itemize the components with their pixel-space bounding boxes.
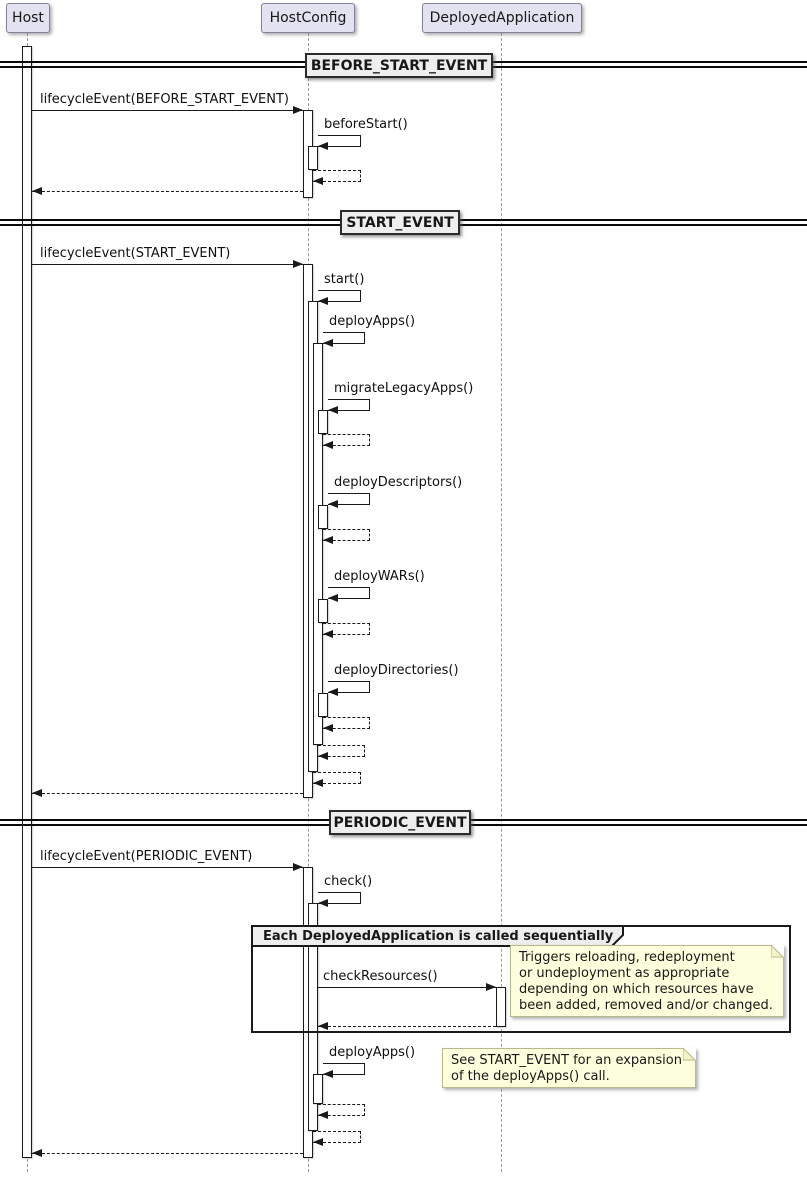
message-label: lifecycleEvent(START_EVENT) xyxy=(40,246,231,261)
divider-periodic-event: PERIODIC_EVENT xyxy=(329,810,471,835)
arrowhead-left xyxy=(313,177,323,185)
participant-hostconfig: HostConfig xyxy=(261,3,355,33)
activation-hostconfig-deploydescriptors xyxy=(318,505,328,529)
self-call-check xyxy=(318,892,361,904)
self-call-deployapps-periodic xyxy=(323,1063,365,1075)
group-header-shape xyxy=(251,925,624,947)
self-return xyxy=(323,623,370,635)
return-checkresources xyxy=(318,1026,496,1027)
message-label: checkResources() xyxy=(323,969,438,984)
divider-start-event: START_EVENT xyxy=(340,210,460,235)
arrowhead-left xyxy=(323,630,333,638)
self-call-deploydescriptors xyxy=(328,493,370,505)
self-call-start xyxy=(318,290,361,302)
self-call-deploydirectories xyxy=(328,681,370,693)
arrowhead-left xyxy=(318,1111,328,1119)
activation-hostconfig-check xyxy=(308,903,318,1131)
arrowhead-left xyxy=(323,441,333,449)
note-line: of the deployApps() call. xyxy=(451,1069,610,1084)
arrowhead-right xyxy=(293,106,303,114)
note-line: or undeployment as appropriate xyxy=(519,966,730,981)
self-return xyxy=(323,717,370,729)
note-line: Triggers reloading, redeployment xyxy=(519,950,735,965)
activation-host xyxy=(22,46,32,1158)
arrow-lifecycle-start xyxy=(32,264,303,265)
participant-deployedapplication: DeployedApplication xyxy=(422,3,582,33)
arrow-lifecycle-periodic xyxy=(32,867,303,868)
arrowhead-left xyxy=(32,789,42,797)
self-return xyxy=(323,434,370,446)
arrow-lifecycle-before-start xyxy=(32,110,303,111)
note-line: been added, removed and/or changed. xyxy=(519,998,773,1013)
return-to-host xyxy=(32,191,303,192)
arrowhead-left xyxy=(318,297,328,305)
activation-hostconfig-deployapps2 xyxy=(313,1074,323,1104)
note-fold-icon xyxy=(683,1048,696,1061)
self-return xyxy=(313,170,361,182)
note-line: depending on which resources have xyxy=(519,982,754,997)
return-to-host xyxy=(32,793,303,794)
activation-hostconfig-migratelegacyapps xyxy=(318,410,328,434)
arrowhead-left xyxy=(318,1022,328,1030)
message-label: lifecycleEvent(BEFORE_START_EVENT) xyxy=(40,92,289,107)
self-return xyxy=(313,772,361,784)
message-label: deployDirectories() xyxy=(334,663,459,678)
activation-hostconfig-deployapps xyxy=(313,343,323,745)
message-label: check() xyxy=(324,874,373,889)
note-check-resources: Triggers reloading, redeployment or unde… xyxy=(510,945,784,1017)
participant-host: Host xyxy=(6,3,50,33)
arrow-checkresources xyxy=(318,987,496,988)
arrowhead-right xyxy=(293,863,303,871)
activation-hostconfig-beforestart xyxy=(308,146,318,170)
lifeline-deployedapplication xyxy=(501,33,502,1172)
arrowhead-left xyxy=(328,500,338,508)
arrowhead-left xyxy=(328,688,338,696)
arrowhead-left xyxy=(318,142,328,150)
group-label: Each DeployedApplication is called seque… xyxy=(263,929,614,944)
arrowhead-left xyxy=(328,594,338,602)
message-label: beforeStart() xyxy=(324,117,408,132)
divider-before-start-event: BEFORE_START_EVENT xyxy=(305,53,493,78)
note-fold-icon xyxy=(771,945,784,958)
message-label: lifecycleEvent(PERIODIC_EVENT) xyxy=(40,849,253,864)
arrowhead-left xyxy=(313,1138,323,1146)
return-to-host xyxy=(32,1153,303,1154)
arrowhead-left xyxy=(323,1070,333,1078)
arrowhead-right xyxy=(293,260,303,268)
self-return xyxy=(318,745,365,757)
arrowhead-left xyxy=(323,339,333,347)
self-return xyxy=(318,1104,365,1116)
message-label: migrateLegacyApps() xyxy=(334,381,474,396)
message-label: deployWARs() xyxy=(334,569,425,584)
self-return xyxy=(323,529,370,541)
note-line: See START_EVENT for an expansion xyxy=(451,1053,682,1068)
message-label: start() xyxy=(324,272,365,287)
arrowhead-left xyxy=(313,779,323,787)
note-deploy-apps: See START_EVENT for an expansion of the … xyxy=(442,1048,696,1088)
self-call-deployapps xyxy=(323,332,365,344)
self-call-migratelegacyapps xyxy=(328,399,370,411)
arrowhead-left xyxy=(318,752,328,760)
message-label: deployApps() xyxy=(329,1045,416,1060)
arrowhead-left xyxy=(323,536,333,544)
arrowhead-left xyxy=(32,187,42,195)
arrowhead-left xyxy=(318,899,328,907)
self-return xyxy=(313,1131,361,1143)
arrowhead-right xyxy=(486,983,496,991)
arrowhead-left xyxy=(323,724,333,732)
arrowhead-left xyxy=(32,1149,42,1157)
arrowhead-left xyxy=(328,406,338,414)
message-label: deployDescriptors() xyxy=(334,475,463,490)
activation-hostconfig-deploydirectories xyxy=(318,693,328,717)
activation-deployedapplication-checkresources xyxy=(496,987,506,1027)
self-call-beforestart xyxy=(318,135,361,147)
activation-hostconfig-deploywars xyxy=(318,599,328,623)
self-call-deploywars xyxy=(328,587,370,599)
message-label: deployApps() xyxy=(329,314,416,329)
group-frame: Each DeployedApplication is called seque… xyxy=(251,925,791,1033)
